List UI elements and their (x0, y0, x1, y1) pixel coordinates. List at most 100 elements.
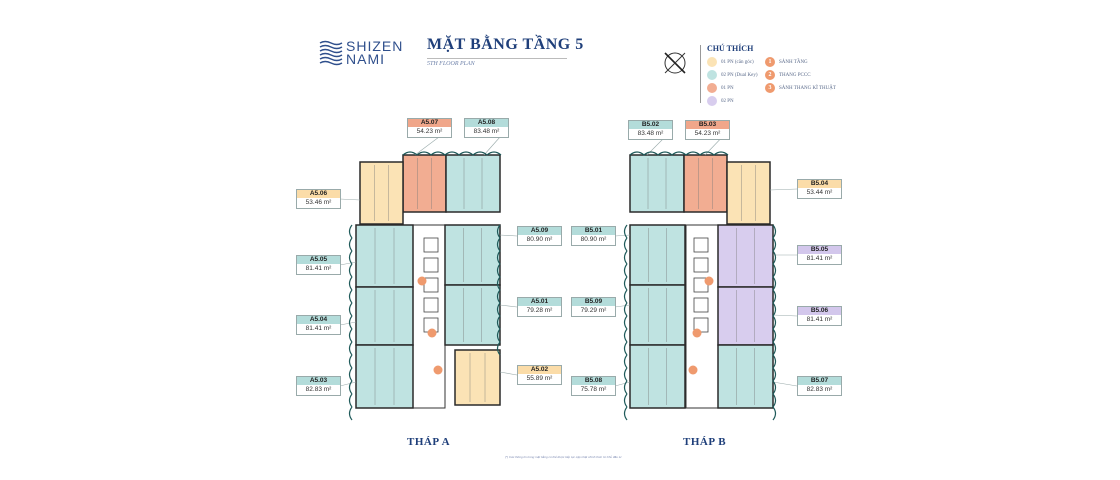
unit-b5.01[interactable] (629, 224, 686, 286)
unit-code: B5.01 (572, 227, 615, 235)
swatch-icon (707, 70, 717, 80)
legend-item: 02 PN (707, 96, 758, 106)
balcony-curve (713, 151, 729, 156)
unit-b5.08[interactable] (629, 344, 686, 409)
unit-a5.05[interactable] (355, 224, 414, 288)
balcony-curve (772, 341, 777, 356)
balcony-curve (348, 250, 353, 265)
leader-line (499, 304, 518, 308)
unit-a5.06[interactable] (359, 161, 404, 225)
balcony-curve (348, 315, 353, 330)
balcony-curve (772, 406, 777, 421)
leader-line (772, 381, 798, 387)
unit-a5.09[interactable] (444, 224, 501, 286)
balcony-curve (772, 250, 777, 265)
unit-a5.04[interactable] (355, 286, 414, 346)
unit-code: B5.04 (798, 180, 841, 188)
balcony-curve (496, 224, 501, 239)
balcony-curve (496, 328, 501, 343)
swatch-icon (707, 57, 717, 67)
leader-line (339, 198, 361, 201)
unit-b5.04[interactable] (726, 161, 771, 225)
unit-a5.01[interactable] (444, 284, 501, 346)
brand-line-1: SHIZEN (346, 38, 404, 54)
balcony-curve (623, 224, 628, 239)
balcony-curve (348, 237, 353, 252)
unit-code: A5.04 (297, 316, 340, 324)
unit-a5.08[interactable] (445, 154, 501, 213)
balcony-curve (348, 328, 353, 343)
leader-line (499, 234, 518, 237)
number-badge-icon: 1 (765, 57, 775, 67)
unit-b5.03[interactable] (683, 154, 728, 213)
balcony-curve (402, 151, 418, 156)
unit-code: A5.03 (297, 377, 340, 385)
unit-a5.02[interactable] (454, 349, 501, 406)
shizen-nami-logo-icon (319, 40, 343, 66)
balcony-curve (430, 151, 446, 156)
balcony-curve (348, 263, 353, 278)
balcony-curve (348, 380, 353, 395)
balcony-curve (496, 250, 501, 265)
unit-area: 75.78 m² (580, 386, 607, 393)
balcony-curve (348, 393, 353, 408)
balcony-curve (496, 289, 501, 304)
legend-divider (700, 45, 701, 103)
unit-code: A5.08 (465, 119, 508, 127)
legend-unit-types: 01 PN (căn góc) 02 PN (Dual Key) 01 PN 0… (707, 57, 758, 106)
tower-b-title: THÁP B (683, 436, 727, 448)
legend-label: 02 PN (721, 98, 734, 104)
unit-b5.05[interactable] (717, 224, 774, 288)
leader-line (614, 381, 631, 387)
unit-b5.09[interactable] (629, 284, 686, 346)
elevator-shaft (693, 257, 709, 273)
unit-b5.06[interactable] (717, 286, 774, 346)
unit-area: 82.83 m² (305, 386, 332, 393)
balcony-curve (623, 315, 628, 330)
balcony-curve (348, 224, 353, 239)
leader-line (339, 261, 357, 266)
unit-code: A5.02 (518, 366, 561, 374)
facility-marker-3-icon (692, 328, 702, 338)
unit-area: 81.41 m² (806, 316, 833, 323)
unit-code: A5.05 (297, 256, 340, 264)
balcony-curve (623, 341, 628, 356)
unit-a5.03[interactable] (355, 344, 414, 409)
unit-code: B5.06 (798, 307, 841, 315)
balcony-curve (772, 328, 777, 343)
unit-a5.07[interactable] (402, 154, 447, 213)
unit-b5.02[interactable] (629, 154, 685, 213)
balcony-curve (772, 224, 777, 239)
balcony-curve (623, 289, 628, 304)
balcony-curve (348, 276, 353, 291)
number-badge-icon: 3 (765, 83, 775, 93)
unit-b5.07[interactable] (717, 344, 774, 409)
legend-item: 01 PN (căn góc) (707, 57, 758, 67)
balcony-curve (623, 367, 628, 382)
leader-line (769, 188, 798, 191)
page-subtitle: 5TH FLOOR PLAN (427, 58, 567, 67)
legend-label: THANG PCCC (779, 72, 811, 78)
unit-code: A5.09 (518, 227, 561, 235)
leader-line (614, 234, 631, 237)
facility-marker-1-icon (417, 276, 427, 286)
